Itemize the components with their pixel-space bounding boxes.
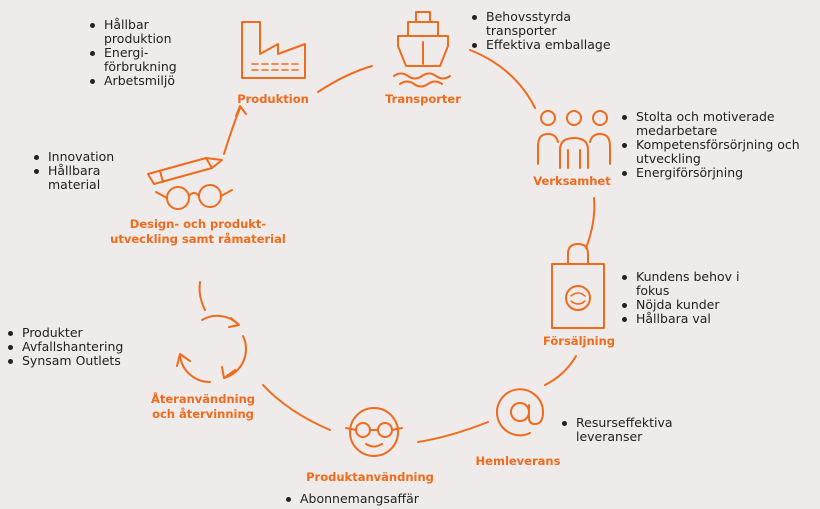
stage-label-line: Hemleverans: [475, 454, 561, 468]
bullet-item: Resurseffektiva leveranser: [562, 416, 712, 444]
stage-label-hemleverans: Hemleverans: [466, 454, 570, 469]
recycle-arrows-icon: [176, 314, 247, 384]
pencil-glasses-icon: [147, 157, 233, 210]
bullet-item: Kundens behov i fokus: [622, 270, 772, 298]
stage-label-line: Transporter: [385, 92, 461, 106]
stage-label-line: Verksamhet: [533, 174, 611, 188]
bullet-item: Kompetensförsörjning och utveckling: [622, 138, 816, 166]
stage-label-line: Produktion: [237, 92, 309, 106]
bullet-item: Energiförsörjning: [622, 166, 816, 180]
bullets-hemleverans: Resurseffektiva leveranser: [562, 416, 712, 444]
bullet-item: Hållbar produktion: [90, 18, 220, 46]
bullets-transporter: Behovsstyrda transporter Effektiva embal…: [472, 10, 632, 52]
stage-label-transporter: Transporter: [378, 92, 468, 107]
bullet-item: Effektiva emballage: [472, 38, 632, 52]
stage-label-verksamhet: Verksamhet: [524, 174, 620, 189]
bullet-item: Nöjda kunder: [622, 298, 772, 312]
bullets-ateranvandning: Produkter Avfallshantering Synsam Outlet…: [8, 326, 168, 368]
bullet-item: Avfallshantering: [8, 340, 168, 354]
factory-icon: [241, 21, 306, 79]
ship-icon: [393, 11, 451, 88]
bullet-item: Energi-förbrukning: [90, 46, 220, 74]
bullet-item: Arbetsmiljö: [90, 74, 220, 88]
stage-label-forsaljning: Försäljning: [532, 334, 626, 349]
stage-label-line: Försäljning: [543, 334, 615, 348]
bullet-item: Abonnemangsaffär: [286, 492, 486, 506]
bullets-design: Innovation Hållbara material: [34, 150, 144, 192]
bullets-produktanvandning: Abonnemangsaffär: [286, 492, 486, 506]
bullets-verksamhet: Stolta och motiverade medarbetare Kompet…: [622, 110, 816, 180]
people-icon: [537, 110, 611, 169]
bullet-item: Produkter: [8, 326, 168, 340]
stage-label-line: utveckling samt råmaterial: [110, 232, 286, 246]
shopping-bag-icon: [551, 243, 605, 329]
stage-label-line: Produktanvändning: [306, 470, 434, 484]
stage-label-ateranvandning: Återanvändning och återvinning: [128, 392, 278, 422]
bullet-item: Behovsstyrda transporter: [472, 10, 632, 38]
stage-label-line: Återanvändning: [150, 392, 256, 406]
stage-label-design: Design- och produkt- utveckling samt råm…: [92, 217, 304, 247]
bullets-forsaljning: Kundens behov i fokus Nöjda kunder Hållb…: [622, 270, 772, 326]
bullet-item: Hållbara material: [34, 164, 144, 192]
cycle-arcs: [198, 49, 596, 443]
bullet-item: Innovation: [34, 150, 144, 164]
bullet-item: Hållbara val: [622, 312, 772, 326]
bullet-item: Stolta och motiverade medarbetare: [622, 110, 816, 138]
stage-label-produktion: Produktion: [228, 92, 318, 107]
at-sign-icon: [496, 388, 544, 437]
stage-label-line: Design- och produkt-: [129, 217, 267, 231]
glasses-face-icon: [345, 407, 403, 457]
stage-label-line: och återvinning: [152, 407, 254, 421]
bullet-item: Synsam Outlets: [8, 354, 168, 368]
bullets-produktion: Hållbar produktion Energi-förbrukning Ar…: [90, 18, 220, 88]
stage-label-produktanvandning: Produktanvändning: [290, 470, 450, 485]
